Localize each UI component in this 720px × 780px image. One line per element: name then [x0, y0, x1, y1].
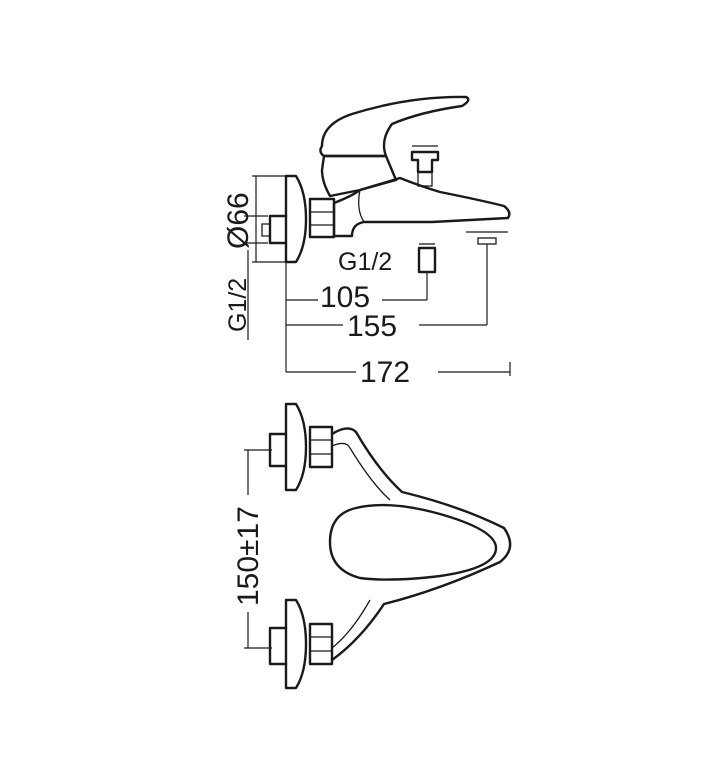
- diverter-outlet: [417, 246, 437, 274]
- side-view: Ø66 G1/2 G1/2 105 155 172: [222, 95, 511, 389]
- front-view: 150±17: [232, 402, 512, 690]
- inlet-stub: [268, 214, 288, 245]
- spout-outlet: [477, 237, 497, 245]
- cartridge-housing: [320, 154, 398, 198]
- dim-thread-diverter-label: G1/2: [338, 248, 392, 276]
- dim-spacing: 150±17: [232, 506, 265, 606]
- dim-thread-side-label: G1/2: [224, 278, 252, 332]
- dim-thread-side: G1/2: [224, 278, 252, 332]
- dim-diameter-label: Ø66: [222, 192, 255, 249]
- lever-handle: [319, 95, 470, 158]
- mixer-body: [332, 176, 511, 238]
- upper-flange: [284, 402, 308, 492]
- dim-spacing-label: 150±17: [232, 506, 265, 606]
- front-body: [330, 427, 512, 662]
- wall-flange: [284, 174, 308, 264]
- diverter-knob: [410, 150, 440, 174]
- eccentric-nut: [308, 197, 336, 239]
- lower-flange: [284, 598, 308, 690]
- dim-172-label: 172: [360, 356, 410, 389]
- dim-155-label: 155: [347, 310, 397, 343]
- upper-nut: [308, 425, 334, 469]
- dim-diameter: Ø66: [222, 192, 255, 249]
- lower-nut: [308, 622, 334, 666]
- front-lever: [328, 503, 498, 581]
- dim-105-label: 105: [320, 281, 370, 314]
